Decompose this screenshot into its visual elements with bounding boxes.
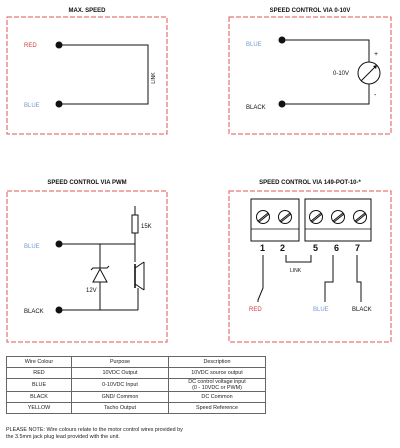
panel-max-speed-title: MAX. SPEED bbox=[68, 8, 106, 14]
transistor-collector bbox=[134, 261, 145, 269]
link-label: LINK bbox=[290, 268, 302, 274]
blue-rail bbox=[59, 233, 136, 245]
table-cell: BLACK bbox=[6, 391, 72, 403]
transistor-emitter bbox=[134, 283, 145, 291]
blue-wire-label: BLUE bbox=[24, 244, 40, 250]
link-label: LINK bbox=[151, 72, 157, 84]
terminal-number-1: 1 bbox=[260, 243, 265, 253]
panel-pot-title: SPEED CONTROL VIA 149-POT-10-* bbox=[259, 180, 361, 186]
zener-bar bbox=[90, 265, 110, 271]
terminal-number-2: 2 bbox=[280, 243, 285, 253]
screw-terminal-5 bbox=[309, 210, 323, 224]
positive-wire bbox=[282, 39, 370, 62]
red-wire-label: RED bbox=[24, 43, 37, 49]
black-wire-label: BLACK bbox=[24, 309, 44, 315]
wire-note: PLEASE NOTE: Wire colours relate to the … bbox=[6, 427, 306, 440]
link-wire bbox=[59, 44, 149, 105]
zener-diode-symbol bbox=[92, 267, 108, 283]
black-wire-label: BLACK bbox=[352, 307, 372, 313]
panel-max-speed: MAX. SPEED RED BLUE LINK bbox=[6, 8, 168, 135]
panel-pwm-title: SPEED CONTROL VIA PWM bbox=[47, 180, 126, 186]
blue-wire-label: BLUE bbox=[313, 307, 329, 313]
table-header: Wire Colour bbox=[6, 356, 72, 368]
table-header: Purpose bbox=[71, 356, 169, 368]
table-row: YELLOW Tacho Output Speed Reference bbox=[6, 402, 266, 414]
wire-colour-table: Wire Colour Purpose Description RED 10VD… bbox=[6, 356, 266, 414]
table-cell: 0-10VDC Input bbox=[71, 378, 169, 392]
negative-wire bbox=[282, 84, 370, 105]
panel-0-10v: SPEED CONTROL VIA 0-10V BLUE BLACK + - 0… bbox=[228, 8, 392, 135]
panel-pot-frame bbox=[228, 190, 392, 343]
source-label: 0-10V bbox=[333, 71, 349, 77]
terminal-number-7: 7 bbox=[355, 243, 360, 253]
note-line: the 3.5mm jack plug lead provided with t… bbox=[6, 433, 120, 440]
terminal-number-5: 5 bbox=[313, 243, 318, 253]
blue-wire bbox=[324, 255, 334, 302]
link-wire bbox=[285, 255, 312, 263]
screw-terminal-1 bbox=[256, 210, 270, 224]
description-line: (0 - 10VDC or PWM) bbox=[192, 385, 242, 391]
table-cell: 10VDC source output bbox=[168, 367, 266, 379]
minus-sign: - bbox=[374, 92, 377, 99]
table-header-row: Wire Colour Purpose Description bbox=[6, 356, 266, 368]
table-cell: 10VDC Output bbox=[71, 367, 169, 379]
table-header: Description bbox=[168, 356, 266, 368]
panel-0-10v-title: SPEED CONTROL VIA 0-10V bbox=[270, 8, 351, 14]
voltage-source-arrowhead bbox=[373, 65, 377, 69]
table-cell: Tacho Output bbox=[71, 402, 169, 414]
table-row: RED 10VDC Output 10VDC source output bbox=[6, 367, 266, 379]
description-line: DC control voltage input bbox=[188, 379, 246, 385]
blue-wire-label: BLUE bbox=[246, 42, 262, 48]
table-cell: DC Common bbox=[168, 391, 266, 403]
panel-pwm-frame bbox=[6, 190, 168, 343]
table-row: BLUE 0-10VDC Input DC control voltage in… bbox=[6, 378, 266, 392]
screw-terminal-2 bbox=[278, 210, 292, 224]
panel-pwm: SPEED CONTROL VIA PWM BLUE BLACK 15K 12V bbox=[6, 180, 168, 343]
black-wire-label: BLACK bbox=[246, 105, 266, 111]
black-wire bbox=[356, 255, 362, 302]
table-row: BLACK GND/ Common DC Common bbox=[6, 391, 266, 403]
resistor-label: 15K bbox=[141, 224, 152, 230]
table-cell: DC control voltage input(0 - 10VDC or PW… bbox=[168, 378, 266, 392]
screw-terminal-6 bbox=[331, 210, 345, 224]
blue-wire-label: BLUE bbox=[24, 103, 40, 109]
table-cell: RED bbox=[6, 367, 72, 379]
screw-terminal-7 bbox=[353, 210, 367, 224]
table-cell: YELLOW bbox=[6, 402, 72, 414]
table-cell: BLUE bbox=[6, 378, 72, 392]
voltage-source-arrow bbox=[360, 64, 378, 82]
resistor-symbol bbox=[131, 214, 139, 234]
table-cell: Speed Reference bbox=[168, 402, 266, 414]
plus-sign: + bbox=[374, 51, 378, 58]
terminal-number-6: 6 bbox=[334, 243, 339, 253]
panel-max-speed-frame bbox=[6, 16, 168, 135]
table-cell: GND/ Common bbox=[71, 391, 169, 403]
zener-label: 12V bbox=[86, 288, 97, 294]
note-line: PLEASE NOTE: Wire colours relate to the … bbox=[6, 427, 183, 433]
panel-0-10v-frame bbox=[228, 16, 392, 135]
red-wire-label: RED bbox=[249, 307, 262, 313]
red-wire bbox=[257, 255, 264, 302]
panel-pot: SPEED CONTROL VIA 149-POT-10-* bbox=[228, 180, 392, 343]
